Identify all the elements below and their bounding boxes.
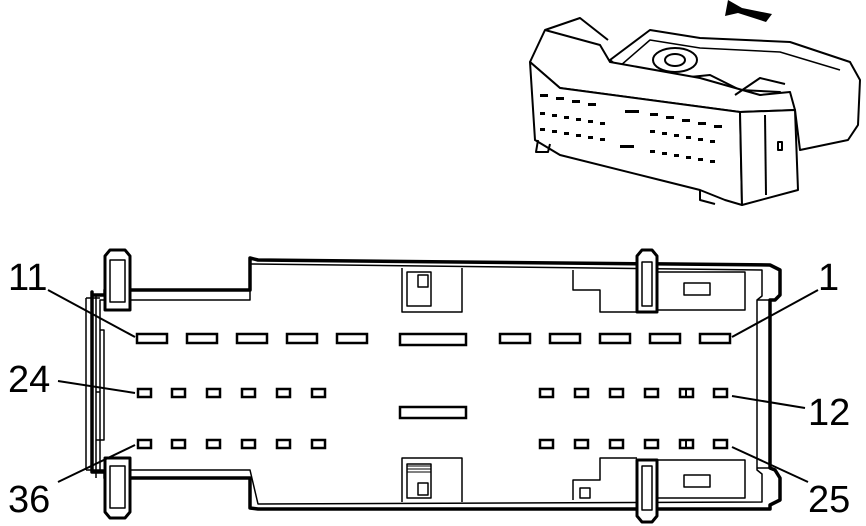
pin-cavity-small [170, 387, 187, 399]
pin-label-36: 36 [8, 479, 50, 521]
pin-cavity-small [608, 387, 625, 399]
pin-cavity-small [136, 387, 153, 399]
pin-cavity-small [275, 438, 292, 450]
center-key-middle [398, 405, 468, 420]
pin-label-25: 25 [808, 479, 850, 521]
pin-cavity-small [712, 387, 729, 399]
connector-isometric-view [529, 17, 861, 206]
pin-cavity-small [275, 387, 292, 399]
pin-cavity-large [185, 332, 219, 345]
arrow-left-up-icon [725, 0, 772, 22]
pin-cavity-large [335, 332, 369, 345]
pin-cavity-large [598, 332, 632, 345]
pin-cavity-large [498, 332, 532, 345]
pin-cavity-small [240, 438, 257, 450]
pin-label-1: 1 [818, 257, 839, 299]
pin-cavity-large [285, 332, 319, 345]
pin-cavity-small [310, 387, 327, 399]
pin-cavity-small [538, 438, 555, 450]
pin-cavity-small [136, 438, 153, 450]
leader-lines [47, 289, 819, 483]
pin-cavity-small [205, 387, 222, 399]
pin-cavity-small [712, 438, 729, 450]
connector-face-view [85, 248, 782, 524]
pin-cavity-large [648, 332, 682, 345]
pin-cavity-small [205, 438, 222, 450]
pin-cavity-large [135, 332, 169, 345]
pin-cavity-small [310, 438, 327, 450]
pin-cavity-large [235, 332, 269, 345]
pin-label-24: 24 [8, 359, 50, 401]
pin-cavity-small [608, 438, 625, 450]
pin-cavity-large [698, 332, 732, 345]
pin-cavity-small [573, 387, 590, 399]
pin-cavities [135, 332, 732, 450]
pin-cavity-small [643, 438, 660, 450]
pin-cavity-small [643, 387, 660, 399]
pin-cavity-small [573, 438, 590, 450]
pin-cavity-large [548, 332, 582, 345]
pin-label-12: 12 [808, 392, 850, 434]
pin-label-11: 11 [8, 257, 47, 299]
center-key-top [398, 332, 468, 347]
pin-cavity-small [240, 387, 257, 399]
pin-cavity-small [538, 387, 555, 399]
pin-cavity-small [170, 438, 187, 450]
